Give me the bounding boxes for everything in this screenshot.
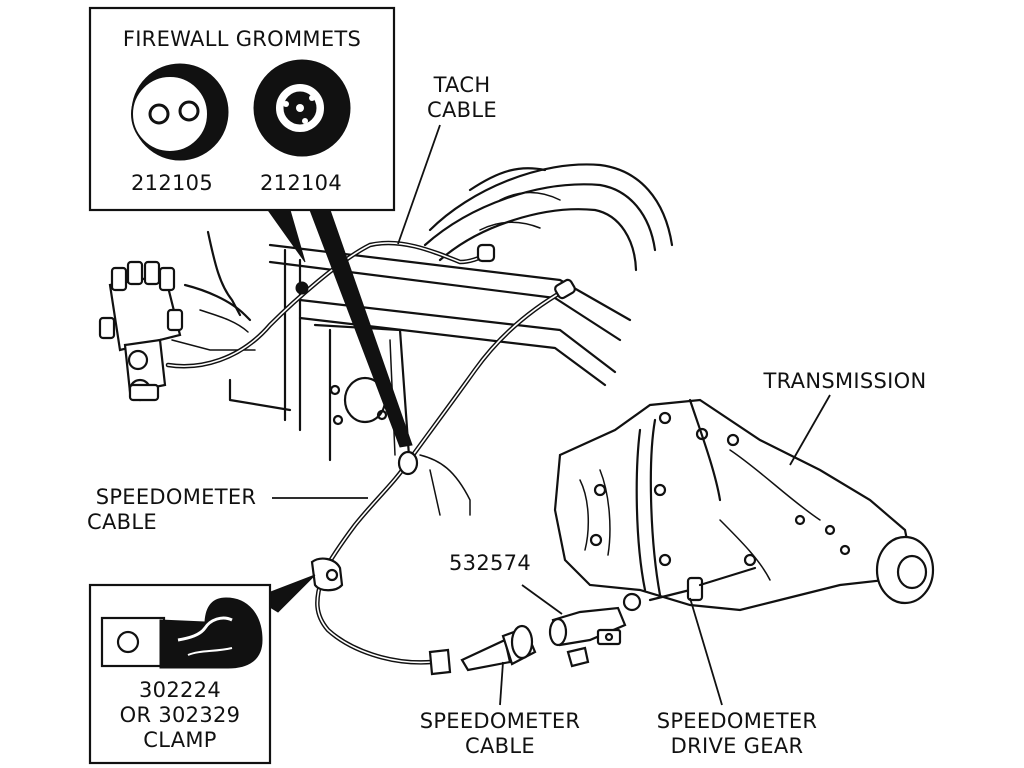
tach-cable-label-line-1: TACH: [433, 73, 491, 97]
tach-cable-leader: [397, 124, 441, 245]
callout-speedometer-cable-upper: SPEEDOMETER CABLE: [87, 485, 368, 534]
callout-tach-cable: TACH CABLE: [397, 73, 497, 245]
speedometer-cable-end: [460, 624, 537, 672]
grommets-title: FIREWALL GROMMETS: [123, 27, 361, 51]
part-532574-leader: [521, 584, 563, 615]
distributor: [98, 260, 184, 402]
speedometer-cable-upper-line-2: CABLE: [87, 510, 157, 534]
cable-clamp-installed: [310, 557, 344, 592]
transmission: [553, 398, 935, 612]
part-532574-label: 532574: [449, 551, 531, 575]
speedometer-cable-lower-leader: [499, 661, 504, 706]
callout-drive-gear: SPEEDOMETER DRIVE GEAR: [657, 597, 818, 758]
callout-speedometer-cable-lower: SPEEDOMETER CABLE: [420, 661, 581, 758]
callout-transmission: TRANSMISSION: [763, 369, 927, 466]
transmission-leader: [789, 394, 831, 466]
clamp-part-line-1: 302224: [139, 678, 221, 702]
speedometer-cable-upper: [315, 278, 576, 676]
drive-gear-line-1: SPEEDOMETER: [657, 709, 818, 733]
speedometer-adapter-532574: [548, 606, 627, 668]
callout-532574: 532574: [449, 551, 563, 615]
clamp-part-line-2: OR 302329: [120, 703, 241, 727]
speedometer-cable-upper-line-1: SPEEDOMETER: [96, 485, 257, 509]
grommet-212104: [253, 59, 351, 157]
transmission-label: TRANSMISSION: [763, 369, 927, 393]
inset-clamp: 302224 OR 302329 CLAMP: [88, 574, 316, 765]
tach-cable-label-line-2: CABLE: [427, 98, 497, 122]
speedometer-cable-lower-line-1: SPEEDOMETER: [420, 709, 581, 733]
tach-cable: [165, 240, 496, 369]
speedometer-cable-lower-line-2: CABLE: [465, 734, 535, 758]
inset-firewall-grommets: FIREWALL GROMMETS 212105 212104: [88, 6, 413, 448]
drive-gear-line-2: DRIVE GEAR: [671, 734, 804, 758]
drive-gear-leader: [689, 597, 723, 706]
grommet-212105: [131, 63, 229, 161]
clamp-part-line-3: CLAMP: [143, 728, 217, 752]
grommet-right-part-number: 212104: [260, 171, 342, 195]
grommet-left-part-number: 212105: [131, 171, 213, 195]
clamp-detail: [100, 597, 263, 669]
